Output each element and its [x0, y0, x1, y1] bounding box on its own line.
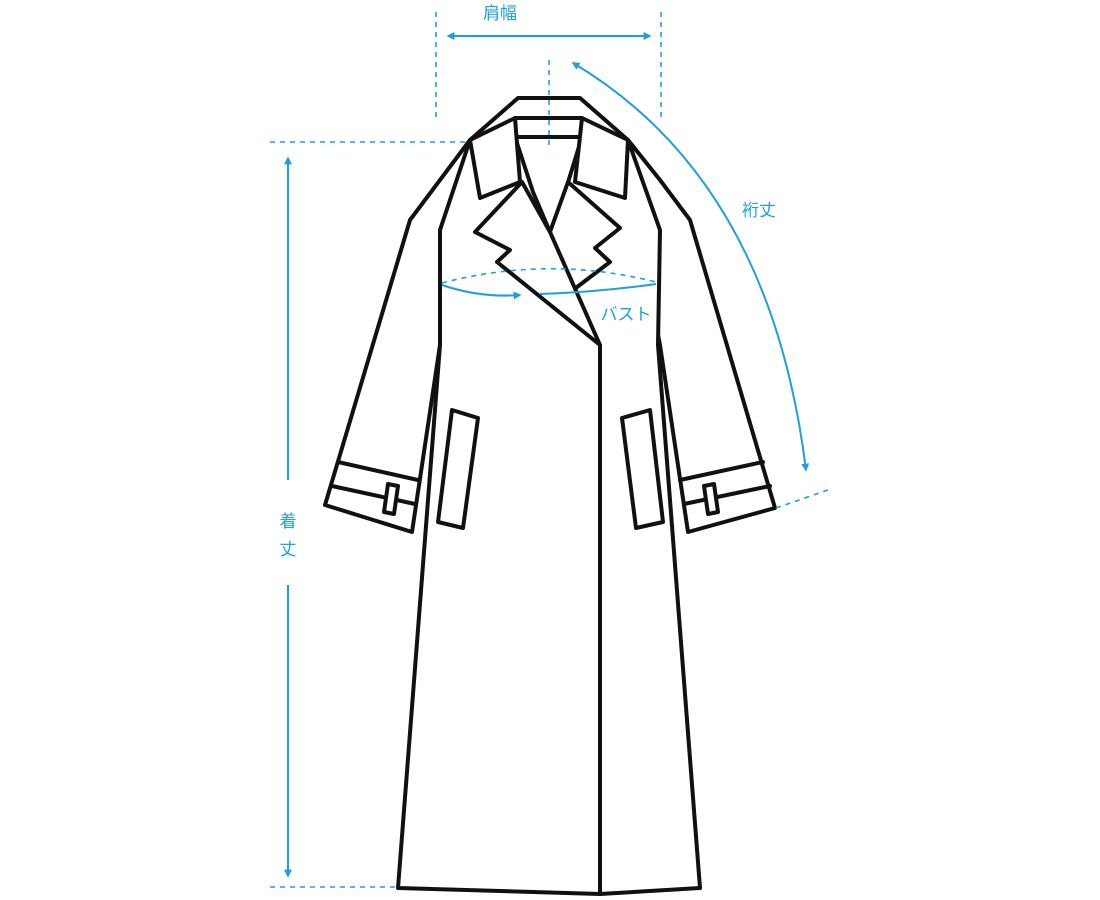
left-pocket [436, 408, 480, 530]
lapel-left [473, 180, 602, 347]
bust-front-arrow [441, 284, 522, 300]
measurement-guides [270, 12, 829, 888]
collar-left [468, 116, 522, 200]
length-label-1: 着 [280, 512, 297, 532]
collar-right [573, 116, 630, 200]
sleeve-length-label: 裄丈 [742, 201, 776, 221]
coat-illustration [323, 96, 777, 896]
right-cuff-buckle [702, 482, 720, 516]
sleeve-end-guide [775, 489, 829, 509]
bust-front-right [539, 283, 657, 295]
measurement-labels: 肩幅 裄丈 バスト 着 丈 [280, 4, 777, 560]
shoulder-width-label: 肩幅 [483, 4, 517, 24]
left-cuff-buckle [382, 482, 400, 516]
sleeve-length-arrow [571, 62, 810, 472]
left-cuff-strap [330, 460, 420, 506]
bust-label: バスト [601, 305, 652, 325]
length-label-2: 丈 [280, 540, 297, 560]
